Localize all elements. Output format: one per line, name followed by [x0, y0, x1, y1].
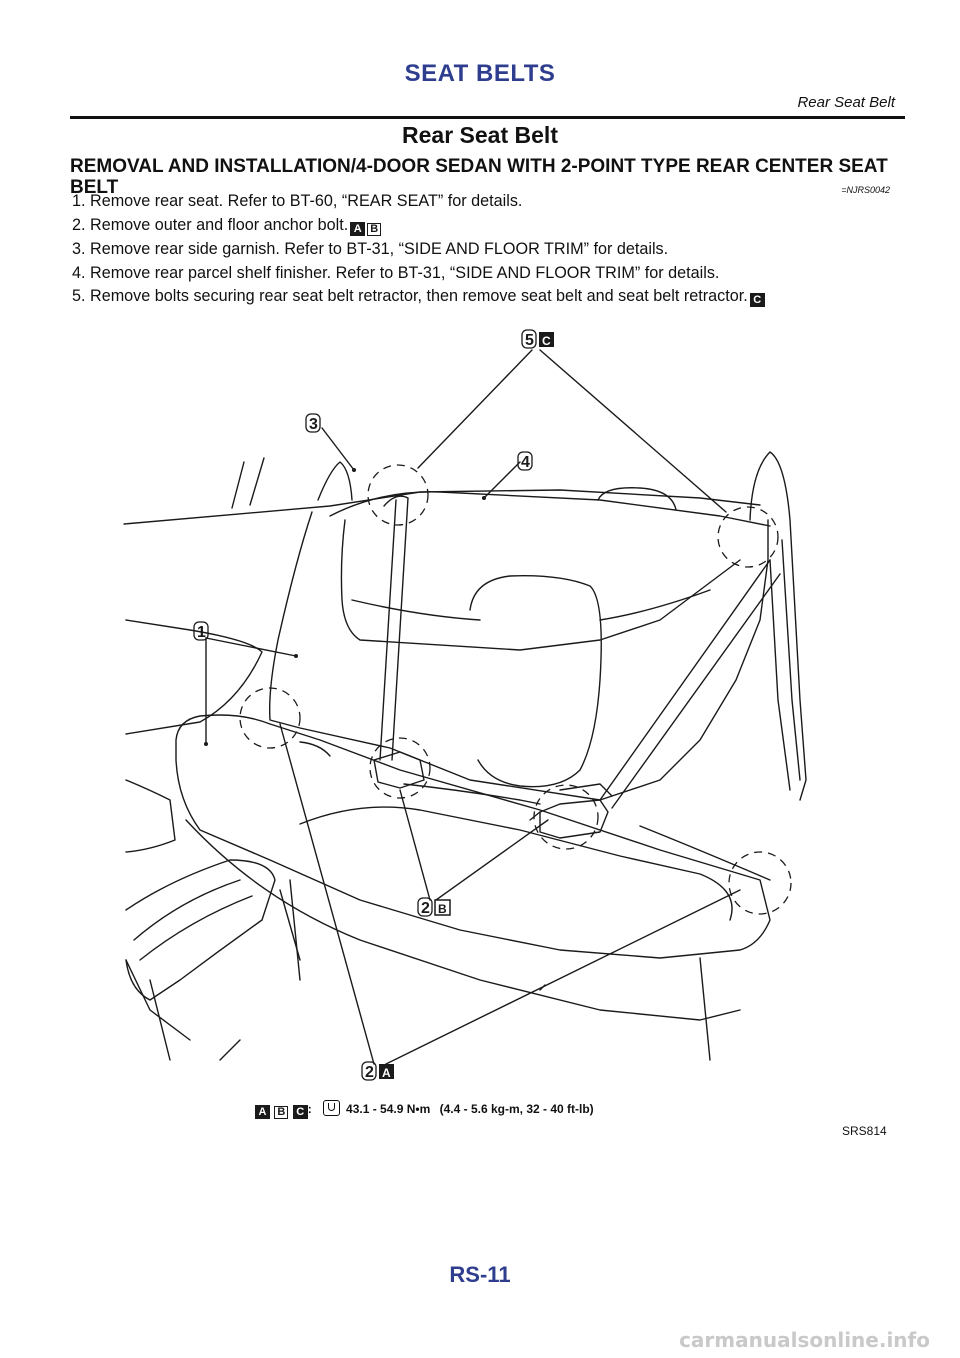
leader-5b: [539, 349, 727, 513]
callout-2b: 2 B: [417, 897, 451, 917]
detail-circle-outer-anchor: [239, 687, 301, 749]
door-panel: [123, 489, 761, 525]
armrest: [125, 859, 276, 1001]
step-text: 1. Remove rear seat. Refer to BT-60, “RE…: [72, 192, 523, 210]
callout-5-badge: C: [542, 334, 551, 348]
side-trim-lower: [125, 779, 176, 853]
seat-back-cushion: [469, 575, 602, 788]
armrest-inner: [133, 879, 253, 961]
step-text: 5. Remove bolts securing rear seat belt …: [72, 287, 748, 305]
anchor-bolt-line: [299, 741, 331, 757]
leader-2b-b: [435, 819, 549, 901]
step-text: 3. Remove rear side garnish. Refer to BT…: [72, 240, 669, 258]
callout-3: 3: [305, 413, 321, 433]
lap-belt-center: [403, 783, 541, 805]
callout-3-number: 3: [309, 416, 318, 433]
lower-panel: [125, 889, 301, 1061]
badge-icon: B: [367, 222, 382, 236]
step-item: 4. Remove rear parcel shelf finisher. Re…: [72, 264, 912, 283]
torque-value: 43.1 - 54.9 N•m: [346, 1102, 431, 1116]
seat-cushion-front: [185, 819, 741, 1021]
header-divider: [70, 116, 905, 119]
figure-id: SRS814: [842, 1124, 887, 1138]
seat-cushion-seam: [299, 806, 733, 921]
leader-2b-a: [399, 789, 431, 901]
outer-belt-left: [379, 495, 409, 761]
leader-5a: [417, 349, 533, 469]
shoulder-belt-right: [599, 559, 781, 809]
legend-colon: :: [307, 1102, 312, 1116]
door-frame: [231, 457, 353, 509]
seat-cushion: [175, 714, 771, 959]
step-text: 4. Remove rear parcel shelf finisher. Re…: [72, 263, 720, 282]
detail-circle-retractor-left: [367, 464, 429, 526]
step-item: 5. Remove bolts securing rear seat belt …: [72, 287, 912, 307]
right-pillar: [749, 451, 807, 801]
callout-2a-badge: A: [382, 1066, 391, 1080]
reference-code: =NJRS0042: [841, 185, 890, 195]
callout-1-number: 1: [197, 624, 206, 641]
badge-icon: B: [274, 1106, 289, 1119]
callout-2a-number: 2: [365, 1064, 374, 1081]
buckle-tongue: [529, 783, 613, 821]
callout-2a: 2 A: [361, 1061, 394, 1081]
detail-circle-floor-right: [728, 851, 792, 915]
parcel-shelf: [329, 491, 771, 527]
badge-icon: A: [350, 221, 366, 236]
badge-icon: C: [292, 1105, 308, 1119]
procedure-steps: 1. Remove rear seat. Refer to BT-60, “RE…: [72, 192, 912, 312]
seat-back-inner: [340, 519, 741, 651]
callout-2b-badge: B: [438, 902, 447, 916]
page-header-title: SEAT BELTS: [404, 60, 556, 87]
floor-anchor-right: [639, 825, 771, 881]
headrest-bump: [597, 487, 677, 511]
torque-legend: A B C: 43.1 - 54.9 N•m (4.4 - 5.6 kg-m, …: [254, 1100, 594, 1119]
center-buckle: [539, 799, 609, 839]
watermark-link[interactable]: carmanualsonline.info: [679, 1328, 930, 1352]
seat-back: [269, 511, 769, 801]
callout-5: 5 C: [521, 329, 554, 349]
seat-bottom-edge: [289, 879, 711, 1061]
side-trim: [125, 619, 263, 735]
procedure-heading: REMOVAL AND INSTALLATION/4-DOOR SEDAN WI…: [70, 156, 888, 198]
section-title: Rear Seat Belt: [402, 122, 558, 148]
leader-2a-a: [279, 723, 375, 1065]
detail-circle-center-buckle: [533, 784, 599, 850]
seat-seam: [351, 589, 711, 621]
callout-4-number: 4: [521, 454, 530, 471]
step-item: 1. Remove rear seat. Refer to BT-60, “RE…: [72, 192, 912, 211]
badge-icon: A: [255, 1105, 270, 1119]
leader-2a-b: [385, 889, 741, 1065]
detail-circle-buckle-left: [369, 737, 431, 799]
torque-wrench-icon: [323, 1100, 341, 1116]
belt-buckle-left: [373, 751, 425, 789]
page-header-subtitle: Rear Seat Belt: [797, 94, 895, 111]
callout-4: 4: [517, 451, 533, 471]
step-text: 2. Remove outer and floor anchor bolt.: [72, 215, 349, 234]
leader-4: [483, 461, 521, 499]
step-item: 3. Remove rear side garnish. Refer to BT…: [72, 240, 912, 259]
callout-5-number: 5: [525, 332, 534, 349]
callout-1: 1: [193, 621, 209, 641]
leader-3: [321, 427, 355, 471]
callout-2b-number: 2: [421, 900, 430, 917]
detail-circle-retractor-right: [717, 506, 779, 568]
leader-1a: [205, 637, 297, 657]
torque-alt-units: (4.4 - 5.6 kg-m, 32 - 40 ft-lb): [439, 1102, 594, 1116]
badge-icon: C: [749, 293, 765, 307]
page-number: RS-11: [449, 1262, 511, 1287]
right-pillar-line: [769, 539, 801, 791]
